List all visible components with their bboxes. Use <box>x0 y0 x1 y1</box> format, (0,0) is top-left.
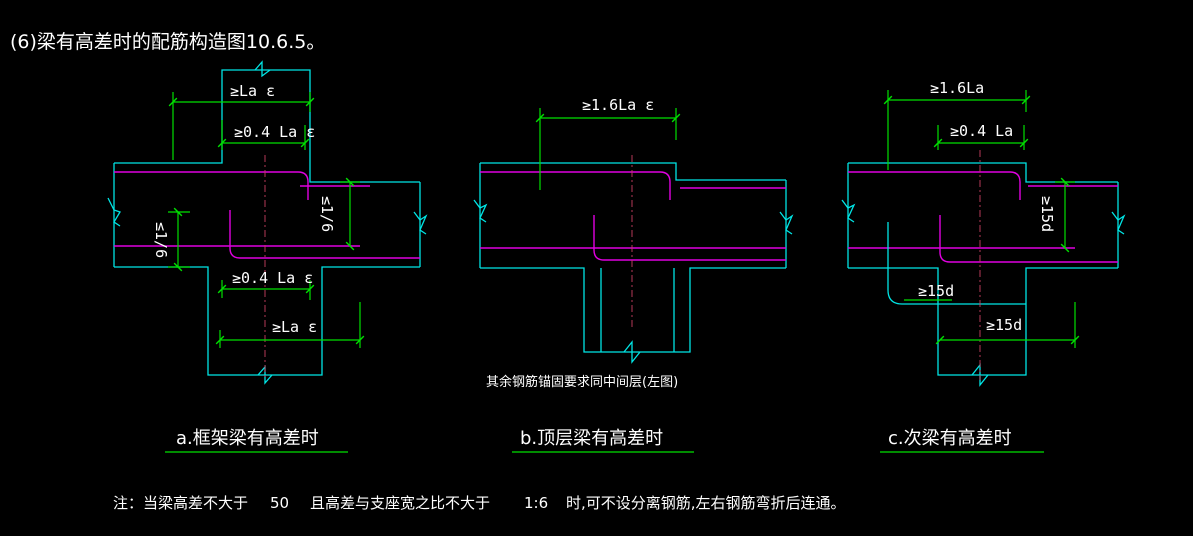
diagram-c-beam-bottom-edge <box>848 267 1118 376</box>
dim-a-top-inner: ≥0.4 La ε <box>234 123 315 141</box>
diagram-b-beam-top-edge <box>480 162 786 181</box>
note-prefix: 注：当梁高差不大于 <box>113 494 248 512</box>
diagram-b-beam-bottom-edge <box>480 267 786 353</box>
diagram-b-top-rebar <box>480 171 671 200</box>
diagram-a-low-rebar <box>229 210 420 259</box>
break-symbol <box>107 197 121 227</box>
diagram-c: ≥1.6La ≥0.4 La ≥15d ≥15d ≥15d c.次梁有高差时 <box>841 79 1126 453</box>
break-symbol <box>473 199 488 223</box>
break-symbol <box>413 211 428 235</box>
diagram-a: ≥La ε ≥0.4 La ε ≥0.4 La ε ≥La ε ≤1/6 ≤1/… <box>107 60 428 453</box>
dim-c-right-vert: ≥15d <box>1038 196 1056 232</box>
dim-c-bottom: ≥15d <box>986 316 1022 334</box>
diagram-a-caption: a.框架梁有高差时 <box>176 428 319 449</box>
dim-a-bottom-outer: ≥La ε <box>272 318 317 336</box>
diagram-b: ≥1.6La ε 其余钢筋锚固要求同中间层(左图) b.顶层梁有高差时 <box>473 96 794 453</box>
break-symbol <box>779 211 794 235</box>
diagram-c-secondary-bar <box>887 222 1026 305</box>
break-symbol <box>1111 211 1126 235</box>
footer-note: 注：当梁高差不大于 50 且高差与支座宽之比不大于 1:6 时,可不设分离钢筋,… <box>113 494 846 512</box>
note-middle: 且高差与支座宽之比不大于 <box>310 494 490 512</box>
break-symbol <box>841 199 856 223</box>
dim-c-inner-hook: ≥15d <box>918 282 954 300</box>
diagram-c-caption: c.次梁有高差时 <box>888 428 1012 449</box>
diagram-b-note: 其余钢筋锚固要求同中间层(左图) <box>486 374 678 390</box>
dim-c-top-inner: ≥0.4 La <box>950 122 1013 140</box>
break-symbol <box>623 340 641 364</box>
dim-a-top-outer: ≥La ε <box>230 82 275 100</box>
break-symbol <box>254 60 271 78</box>
diagram-b-low-rebar <box>593 215 786 261</box>
diagram-a-beam-top-edge <box>114 69 420 183</box>
note-suffix: 时,可不设分离钢筋,左右钢筋弯折后连通。 <box>566 494 846 512</box>
diagram-c-top-rebar <box>848 171 1021 200</box>
dim-b-top: ≥1.6La ε <box>582 96 654 114</box>
page-title: (6)梁有高差时的配筋构造图10.6.5。 <box>10 31 325 53</box>
diagram-a-top-rebar-left <box>114 171 309 200</box>
note-value-1: 50 <box>270 494 289 512</box>
note-value-2: 1:6 <box>524 494 548 512</box>
dim-a-left-offset: ≤1/6 <box>152 222 170 258</box>
diagram-c-low-rebar <box>939 215 1118 263</box>
diagram-b-caption: b.顶层梁有高差时 <box>520 428 663 449</box>
dim-a-right-offset: ≤1/6 <box>318 196 336 232</box>
dim-a-bottom-inner: ≥0.4 La ε <box>232 269 313 287</box>
dim-c-top-outer: ≥1.6La <box>930 79 984 97</box>
